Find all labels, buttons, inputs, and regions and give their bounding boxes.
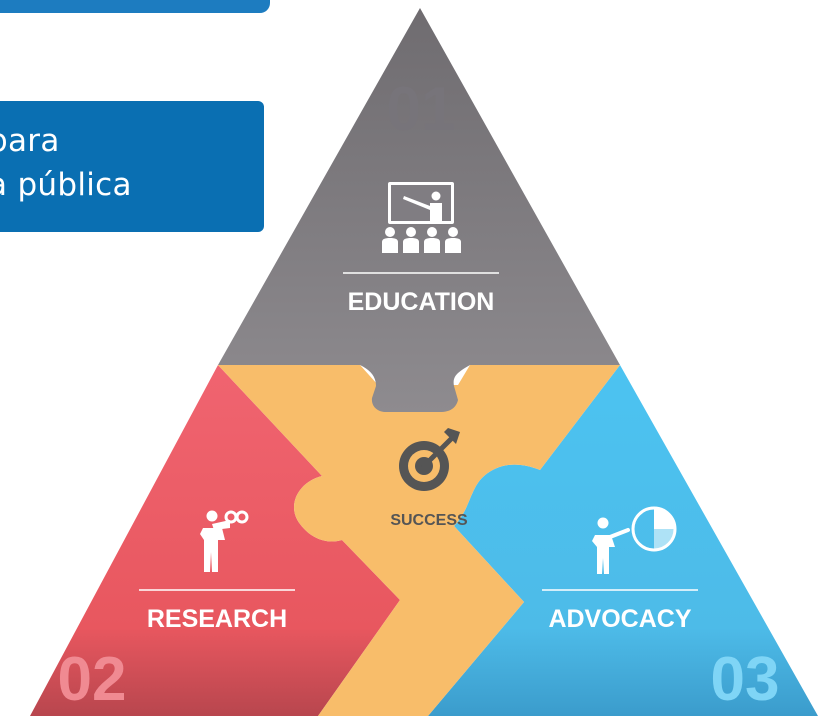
presentation-audience-icon — [382, 182, 461, 253]
person-pie-chart-icon — [592, 506, 677, 574]
advocacy-segment — [428, 365, 818, 716]
education-number: 01 — [387, 75, 456, 144]
research-number: 02 — [58, 645, 127, 714]
success-segment — [218, 365, 620, 716]
research-label: RESEARCH — [147, 605, 287, 633]
target-arrow-icon — [399, 428, 460, 491]
education-label: EDUCATION — [348, 288, 495, 316]
success-label: SUCCESS — [390, 512, 468, 529]
person-binoculars-icon — [200, 510, 249, 572]
advocacy-label: ADVOCACY — [548, 605, 691, 633]
caption-box: para a pública — [0, 101, 264, 232]
top-banner — [0, 0, 270, 13]
caption-line-1: para — [0, 123, 60, 159]
advocacy-number: 03 — [711, 645, 780, 714]
caption-line-2: a pública — [0, 167, 132, 203]
